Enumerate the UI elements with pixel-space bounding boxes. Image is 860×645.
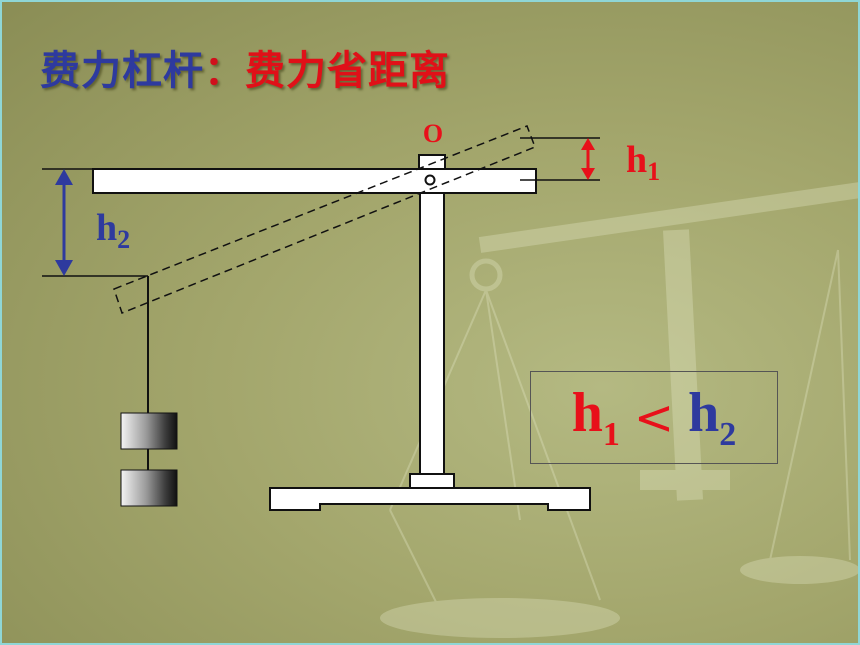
h1-arrowhead-up xyxy=(581,138,595,150)
h1-label: h1 xyxy=(626,139,660,186)
stand-base xyxy=(269,487,591,511)
formula-less-than: < xyxy=(633,389,675,446)
lever-bar-tilted xyxy=(113,125,536,314)
comparison-formula: h1 < h2 xyxy=(530,371,778,464)
h1-arrowhead-down xyxy=(581,168,595,180)
weight-lower xyxy=(120,469,178,507)
h2-arrowhead-up xyxy=(55,169,73,185)
title-property: 费力省距离 xyxy=(245,48,450,94)
stand-post xyxy=(419,192,445,475)
slide-title: 费力杠杆：费力省距离 xyxy=(40,38,450,96)
h2-arrowhead-down xyxy=(55,260,73,276)
pivot-label: O xyxy=(423,119,443,148)
title-colon: ： xyxy=(204,48,245,94)
lever-bar-horizontal xyxy=(92,168,537,194)
title-lever-type: 费力杠杆 xyxy=(40,48,204,94)
stand-foot xyxy=(409,473,455,489)
formula-h2: h2 xyxy=(688,382,737,453)
formula-h1: h1 xyxy=(571,382,620,453)
h2-label: h2 xyxy=(96,207,130,254)
pivot-point xyxy=(424,174,436,186)
weight-upper xyxy=(120,412,178,450)
